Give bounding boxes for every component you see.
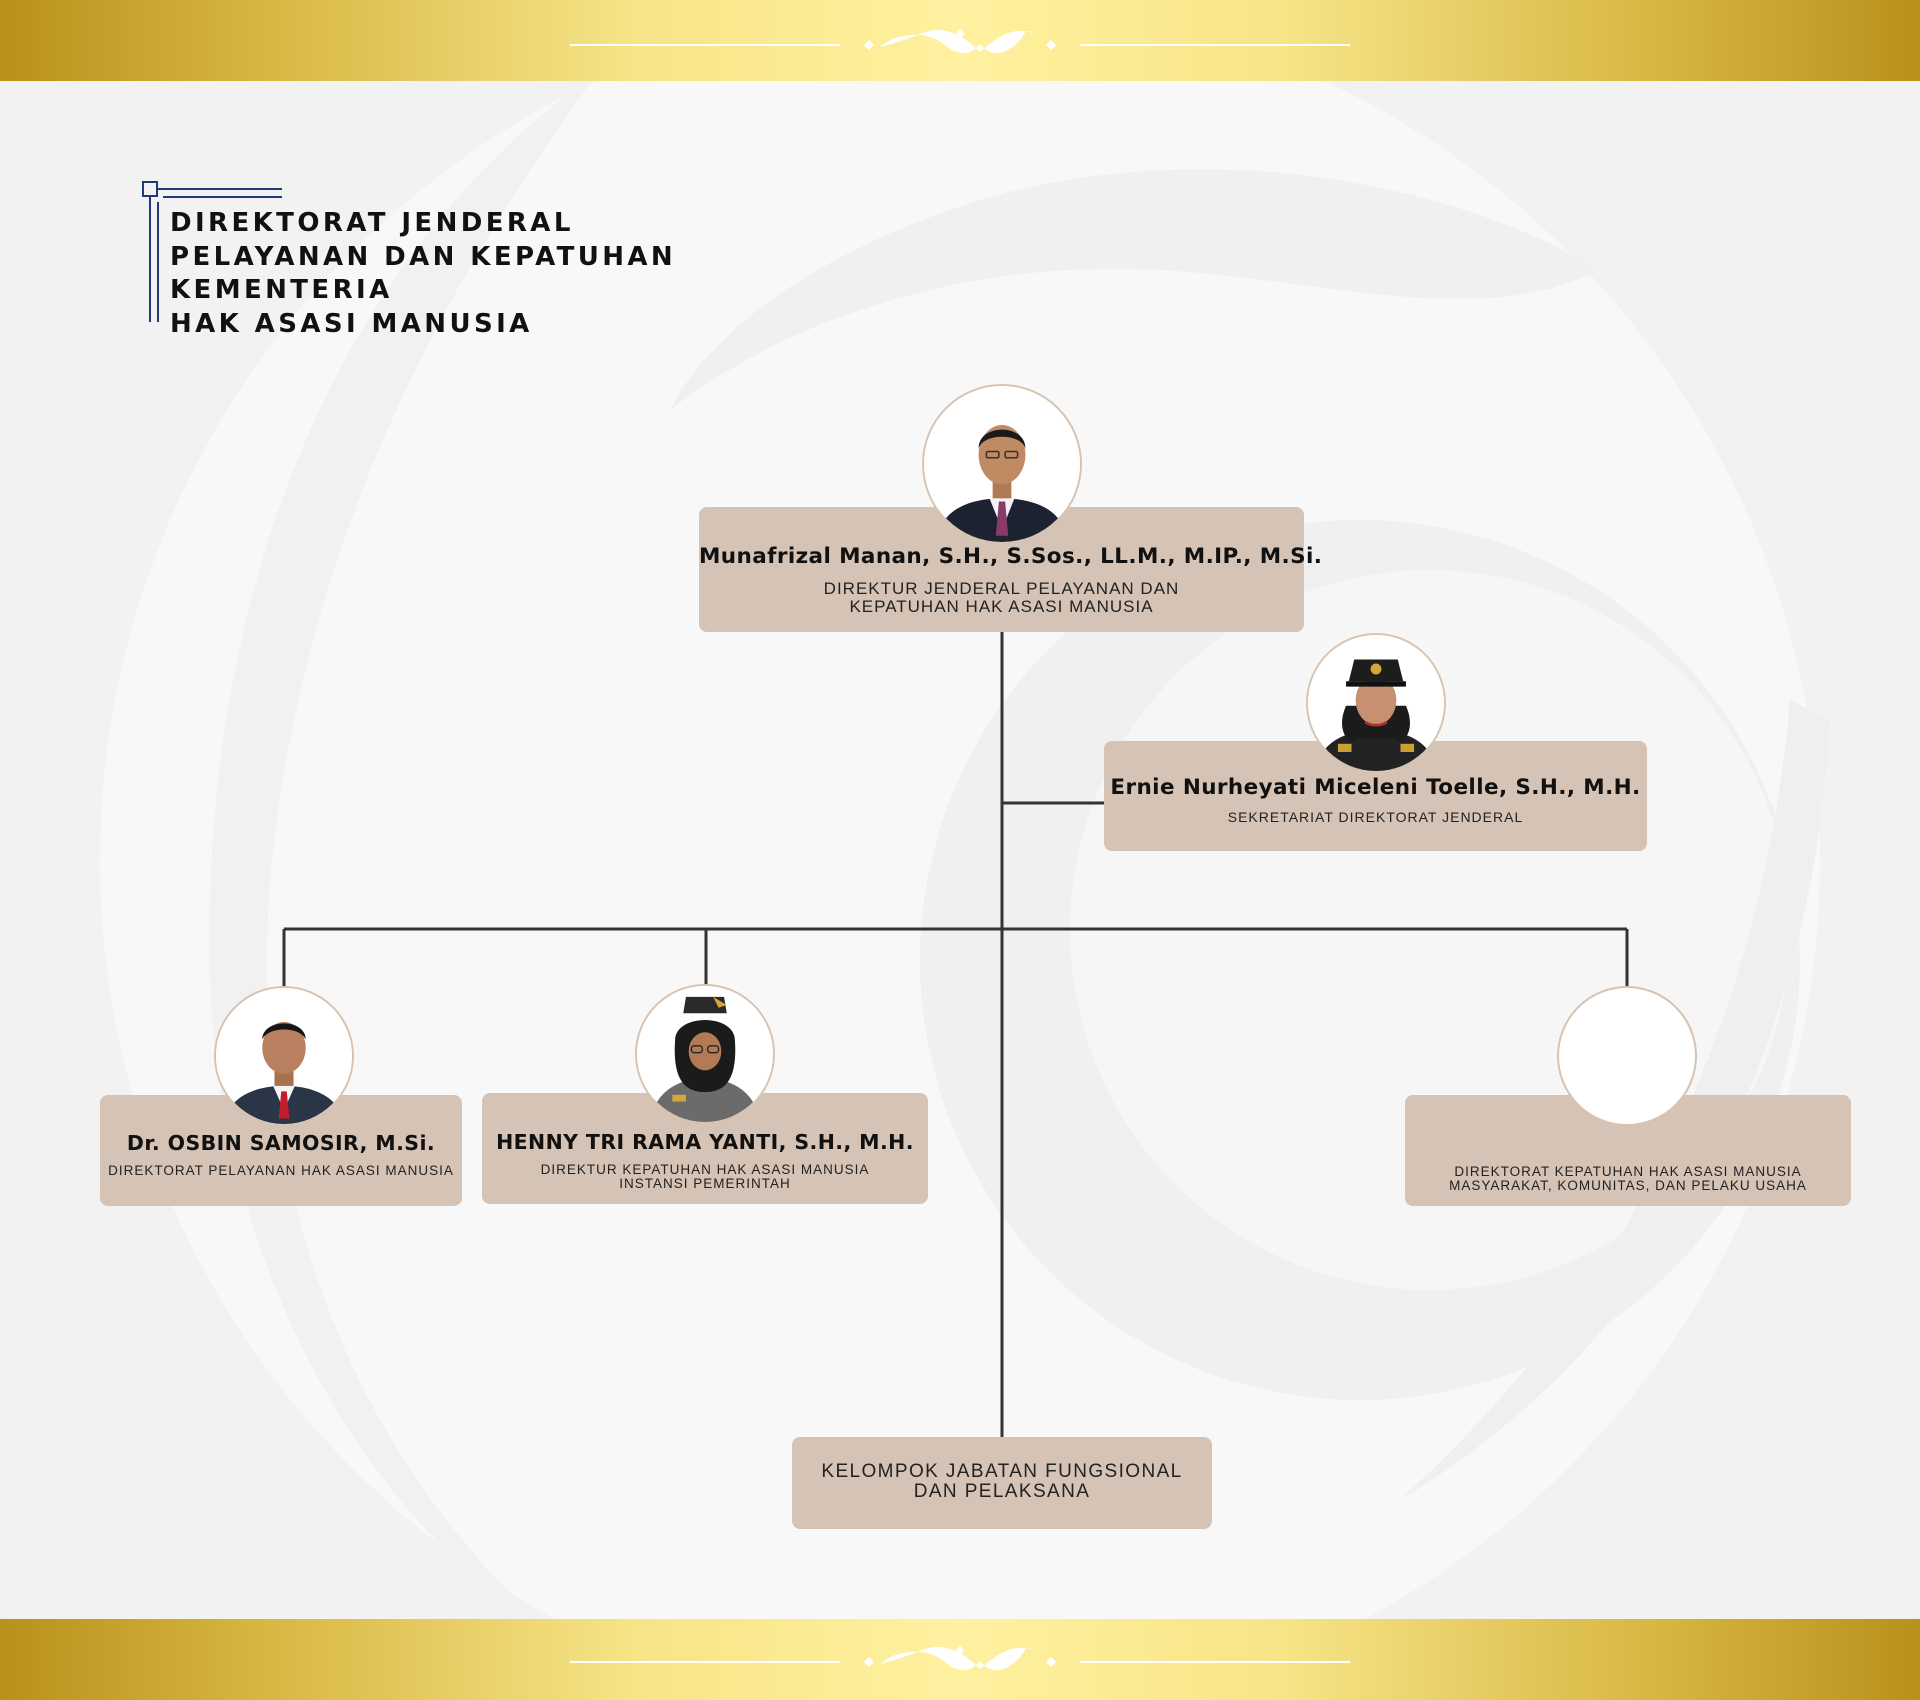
directorate-3-role-line-2: MASYARAKAT, KOMUNITAS, DAN PELAKU USAHA (1449, 1178, 1807, 1194)
directorate-box-1: Dr. OSBIN SAMOSIR, M.Si. DIREKTORAT PELA… (100, 1095, 462, 1206)
directorate-2-photo (635, 984, 775, 1124)
directorate-1-photo (214, 986, 354, 1126)
functional-group-line-2: DAN PELAKSANA (913, 1480, 1091, 1502)
director-general-photo (922, 384, 1082, 544)
directorate-3-role: DIREKTORAT KEPATUHAN HAK ASASI MANUSIA M… (1405, 1164, 1851, 1194)
directorate-2-name: HENNY TRI RAMA YANTI, S.H., M.H. (496, 1130, 914, 1154)
title-line-2: PELAYANAN DAN KEPATUHAN (170, 242, 677, 272)
person-portrait-icon (216, 988, 352, 1124)
person-portrait-icon (1308, 635, 1444, 771)
functional-group-label: KELOMPOK JABATAN FUNGSIONAL DAN PELAKSAN… (792, 1462, 1212, 1502)
directorate-3-role-line-1: DIREKTORAT KEPATUHAN HAK ASASI MANUSIA (1454, 1164, 1802, 1179)
directorate-2-role: DIREKTUR KEPATUHAN HAK ASASI MANUSIA INS… (482, 1162, 928, 1192)
functional-group-line-1: KELOMPOK JABATAN FUNGSIONAL (821, 1461, 1183, 1482)
director-general-name: Munafrizal Manan, S.H., S.Sos., LL.M., M… (699, 544, 1323, 569)
directorate-box-3: DIREKTORAT KEPATUHAN HAK ASASI MANUSIA M… (1405, 1095, 1851, 1206)
directorate-1-role-line-1: DIREKTORAT PELAYANAN HAK ASASI MANUSIA (108, 1163, 454, 1178)
title-line-4: HAK ASASI MANUSIA (170, 309, 533, 339)
secretariat-name: Ernie Nurheyati Miceleni Toelle, S.H., M… (1110, 775, 1641, 800)
top-gold-banner (0, 0, 1920, 81)
director-general-role-line-1: DIREKTUR JENDERAL PELAYANAN DAN (823, 579, 1180, 598)
secretariat-photo (1306, 633, 1446, 773)
directorate-3-photo-placeholder (1557, 986, 1697, 1126)
directorate-2-role-line-1: DIREKTUR KEPATUHAN HAK ASASI MANUSIA (540, 1162, 870, 1177)
secretariat-role-line-1: SEKRETARIAT DIREKTORAT JENDERAL (1227, 809, 1524, 825)
secretariat-role: SEKRETARIAT DIREKTORAT JENDERAL (1104, 810, 1647, 825)
page-title: DIREKTORAT JENDERAL PELAYANAN DAN KEPATU… (141, 180, 701, 339)
bottom-gold-banner (0, 1619, 1920, 1700)
title-corner-frame-icon (142, 181, 282, 322)
directorate-2-role-line-2: INSTANSI PEMERINTAH (619, 1176, 791, 1192)
director-general-role-line-2: KEPATUHAN HAK ASASI MANUSIA (849, 596, 1154, 616)
ornament-flourish-icon (570, 1645, 1350, 1671)
director-general-role: DIREKTUR JENDERAL PELAYANAN DAN KEPATUHA… (699, 580, 1304, 616)
directorate-1-role: DIREKTORAT PELAYANAN HAK ASASI MANUSIA (100, 1163, 462, 1178)
title-line-3: KEMENTERIA (170, 275, 393, 305)
person-portrait-icon (637, 986, 773, 1122)
directorate-1-name: Dr. OSBIN SAMOSIR, M.Si. (126, 1131, 436, 1155)
ornament-flourish-icon (570, 28, 1350, 54)
functional-group-box: KELOMPOK JABATAN FUNGSIONAL DAN PELAKSAN… (792, 1437, 1212, 1529)
person-portrait-icon (924, 386, 1080, 542)
title-line-1: DIREKTORAT JENDERAL (170, 208, 574, 238)
